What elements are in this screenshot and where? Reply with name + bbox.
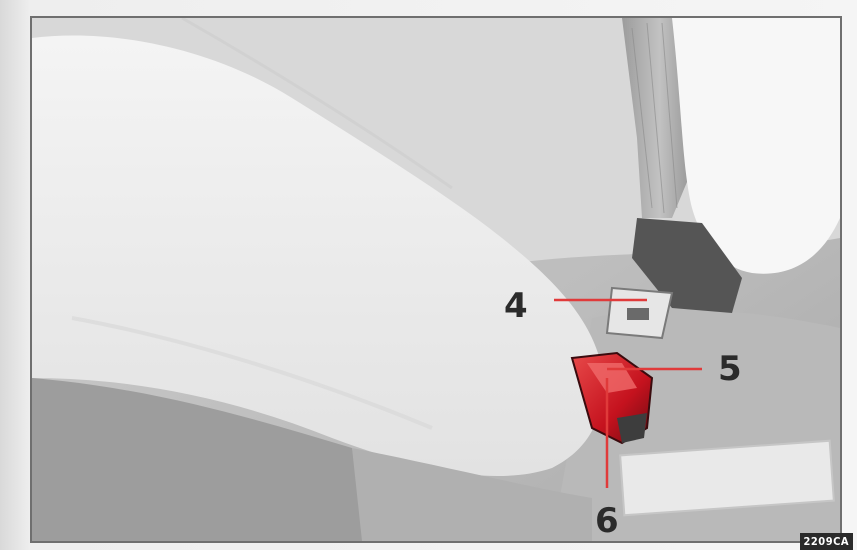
callout-5: 5 bbox=[718, 352, 742, 386]
callout-4: 4 bbox=[504, 289, 528, 323]
tongue-plate-slot bbox=[627, 308, 649, 320]
seatbelt-illustration bbox=[32, 18, 840, 541]
callout-6: 6 bbox=[595, 504, 619, 538]
seatbelt-photo bbox=[30, 16, 842, 543]
figure-code: 2209CA bbox=[800, 533, 853, 550]
